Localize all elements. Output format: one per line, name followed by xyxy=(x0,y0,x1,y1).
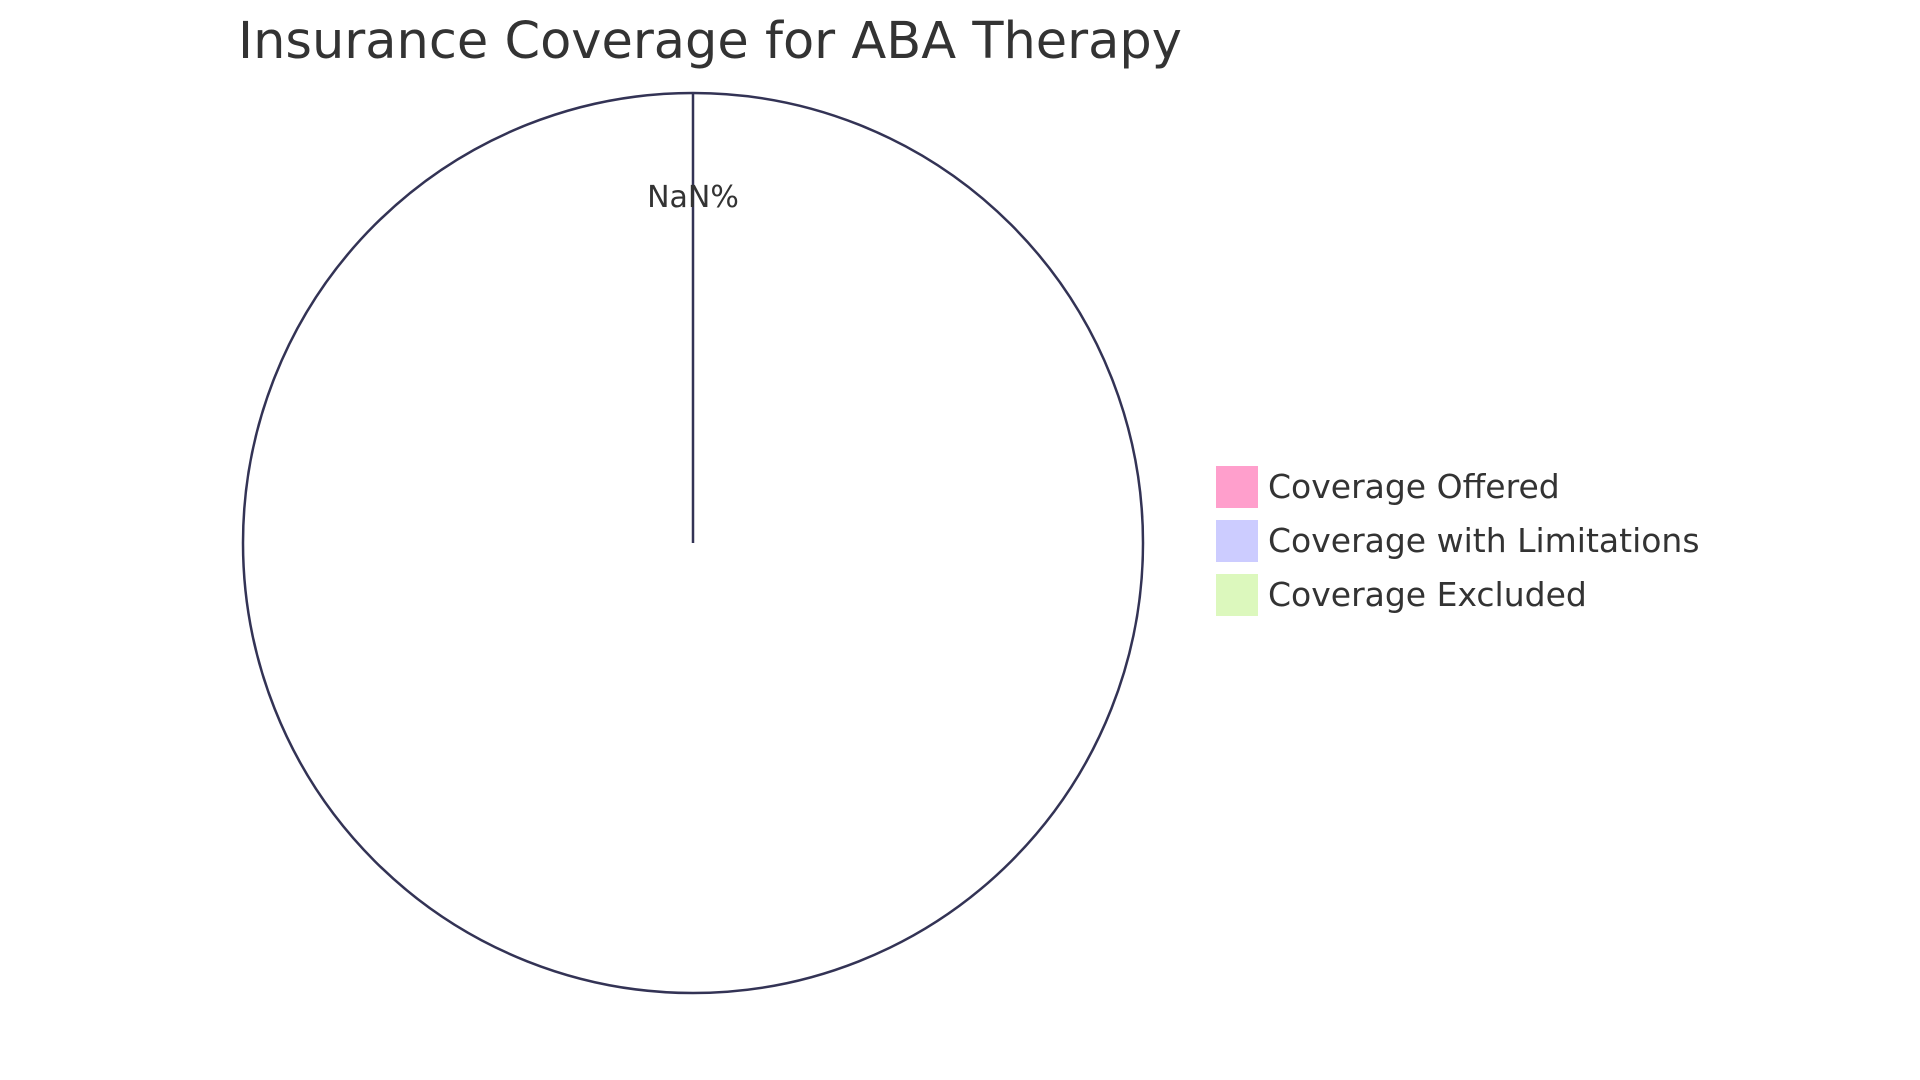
legend-swatch-1 xyxy=(1214,464,1260,510)
chart-title: Insurance Coverage for ABA Therapy xyxy=(238,12,1182,71)
pie-area: NaN% xyxy=(241,91,1145,995)
legend-label-2: Coverage with Limitations xyxy=(1268,521,1700,560)
slice-label: NaN% xyxy=(647,180,739,215)
legend-label-1: Coverage Offered xyxy=(1268,467,1560,506)
legend-label-3: Coverage Excluded xyxy=(1268,575,1587,614)
legend-swatch-3 xyxy=(1214,572,1260,618)
legend-swatch-2 xyxy=(1214,518,1260,564)
